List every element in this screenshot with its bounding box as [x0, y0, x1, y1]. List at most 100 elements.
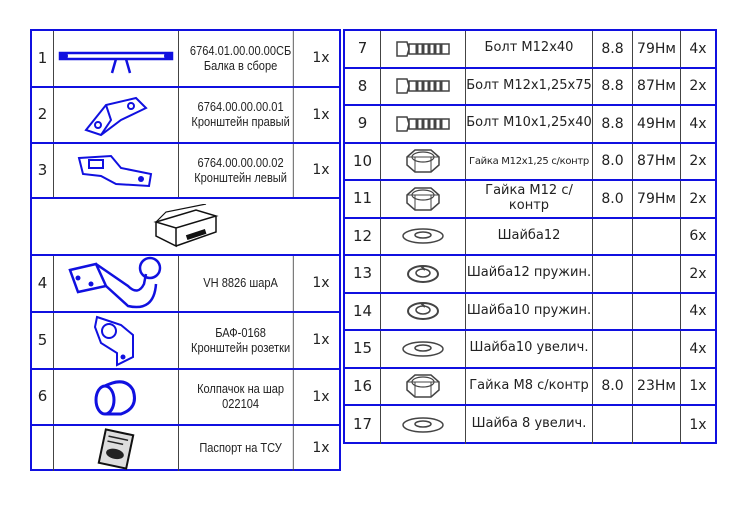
part-name: Шайба12 пружин. [466, 265, 592, 281]
part-name: Шайба12 [497, 227, 561, 243]
description: Шайба 8 увелич. [466, 406, 593, 444]
item-number-text: 10 [352, 151, 373, 170]
part-code: 6764.00.00.00.01 [197, 99, 284, 115]
item-number: 11 [345, 181, 381, 217]
item-number [32, 426, 54, 471]
item-number: 1 [32, 31, 54, 86]
bolt-icon [393, 113, 453, 135]
torque-text: 79Нм [637, 40, 676, 57]
grade-text: 8.8 [601, 40, 624, 57]
washer-icon [400, 226, 446, 246]
grade-text: 8.8 [601, 78, 624, 95]
spring-washer-icon [405, 262, 441, 286]
quantity-text: 2х [689, 78, 707, 95]
item-number: 17 [345, 406, 381, 444]
image-cell [54, 370, 179, 424]
item-number-text: 13 [352, 264, 373, 283]
quantity: 1х [681, 369, 715, 405]
quantity-text: 1х [312, 440, 330, 457]
item-number: 6 [32, 370, 54, 424]
quantity-text: 2х [689, 153, 707, 170]
spring-washer-icon [405, 299, 441, 323]
item-number-text: 6 [37, 387, 48, 406]
tow-ball-icon [66, 256, 166, 312]
image-cell [381, 181, 466, 217]
quantity-text: 1х [689, 378, 707, 395]
grade-text: 8.0 [601, 378, 624, 395]
strength-grade: 8.8 [593, 106, 633, 142]
image-cell [54, 31, 179, 86]
torque [633, 218, 681, 254]
quantity-text: 1х [689, 416, 707, 433]
strength-grade [593, 218, 633, 254]
item-number-text: 14 [352, 301, 373, 320]
part-name: Кронштейн правый [191, 114, 290, 129]
bolt-icon [393, 38, 453, 60]
strength-grade: 8.0 [593, 368, 633, 404]
description: Паспорт на ТСУ [188, 426, 294, 471]
nut-icon [403, 372, 443, 400]
image-cell [54, 256, 179, 311]
item-number-text: 2 [37, 105, 48, 124]
quantity-text: 4х [689, 340, 707, 357]
torque-text: 87Нм [637, 78, 676, 95]
part-name: 022104 [222, 396, 260, 411]
strength-grade [593, 256, 633, 292]
part-name: Шайба 8 увелич. [471, 416, 587, 432]
part-name: Гайка М8 с/контр [469, 377, 589, 393]
washer-icon [400, 339, 446, 359]
grade-text: 8.8 [601, 115, 624, 132]
beam-icon [56, 39, 176, 79]
item-number-text: 11 [352, 189, 373, 208]
description: Болт М12х40 [466, 31, 593, 67]
item-number-text: 3 [37, 160, 48, 179]
quantity: 1х [303, 426, 339, 471]
quantity: 2х [681, 144, 715, 180]
quantity-text: 1х [312, 275, 330, 292]
torque-text: 23Нм [637, 378, 676, 395]
quantity: 2х [681, 256, 715, 292]
left-bracket-icon [71, 146, 161, 196]
part-name: Болт М10х1,25х40 [466, 115, 592, 131]
quantity: 1х [303, 31, 339, 86]
description: Шайба12 [466, 218, 593, 254]
passport-icon [96, 427, 136, 470]
quantity-text: 2х [689, 190, 707, 207]
part-name: Шайба10 пружин. [466, 302, 592, 318]
strength-grade [593, 406, 633, 444]
part-name: Шайба10 увелич. [469, 340, 589, 356]
item-number-text: 5 [37, 330, 48, 349]
image-cell [54, 313, 179, 368]
bolt-icon [393, 75, 453, 97]
quantity-text: 1х [312, 388, 330, 405]
part-name: Кронштейн розетки [191, 339, 291, 355]
item-number-text: 9 [357, 114, 368, 133]
part-name: Кронштейн левый [194, 169, 287, 185]
torque [633, 256, 681, 292]
quantity-text: 4х [689, 115, 707, 132]
strength-grade: 8.8 [593, 31, 633, 67]
grade-text: 8.0 [601, 153, 624, 170]
torque: 87Нм [633, 68, 681, 104]
item-number: 4 [32, 256, 54, 311]
item-number: 13 [345, 256, 381, 292]
item-number: 7 [345, 31, 381, 67]
image-cell [381, 106, 466, 142]
item-number: 14 [345, 293, 381, 329]
item-number: 10 [345, 143, 381, 179]
grade-text: 8.0 [601, 190, 624, 207]
item-number-text: 15 [352, 339, 373, 358]
